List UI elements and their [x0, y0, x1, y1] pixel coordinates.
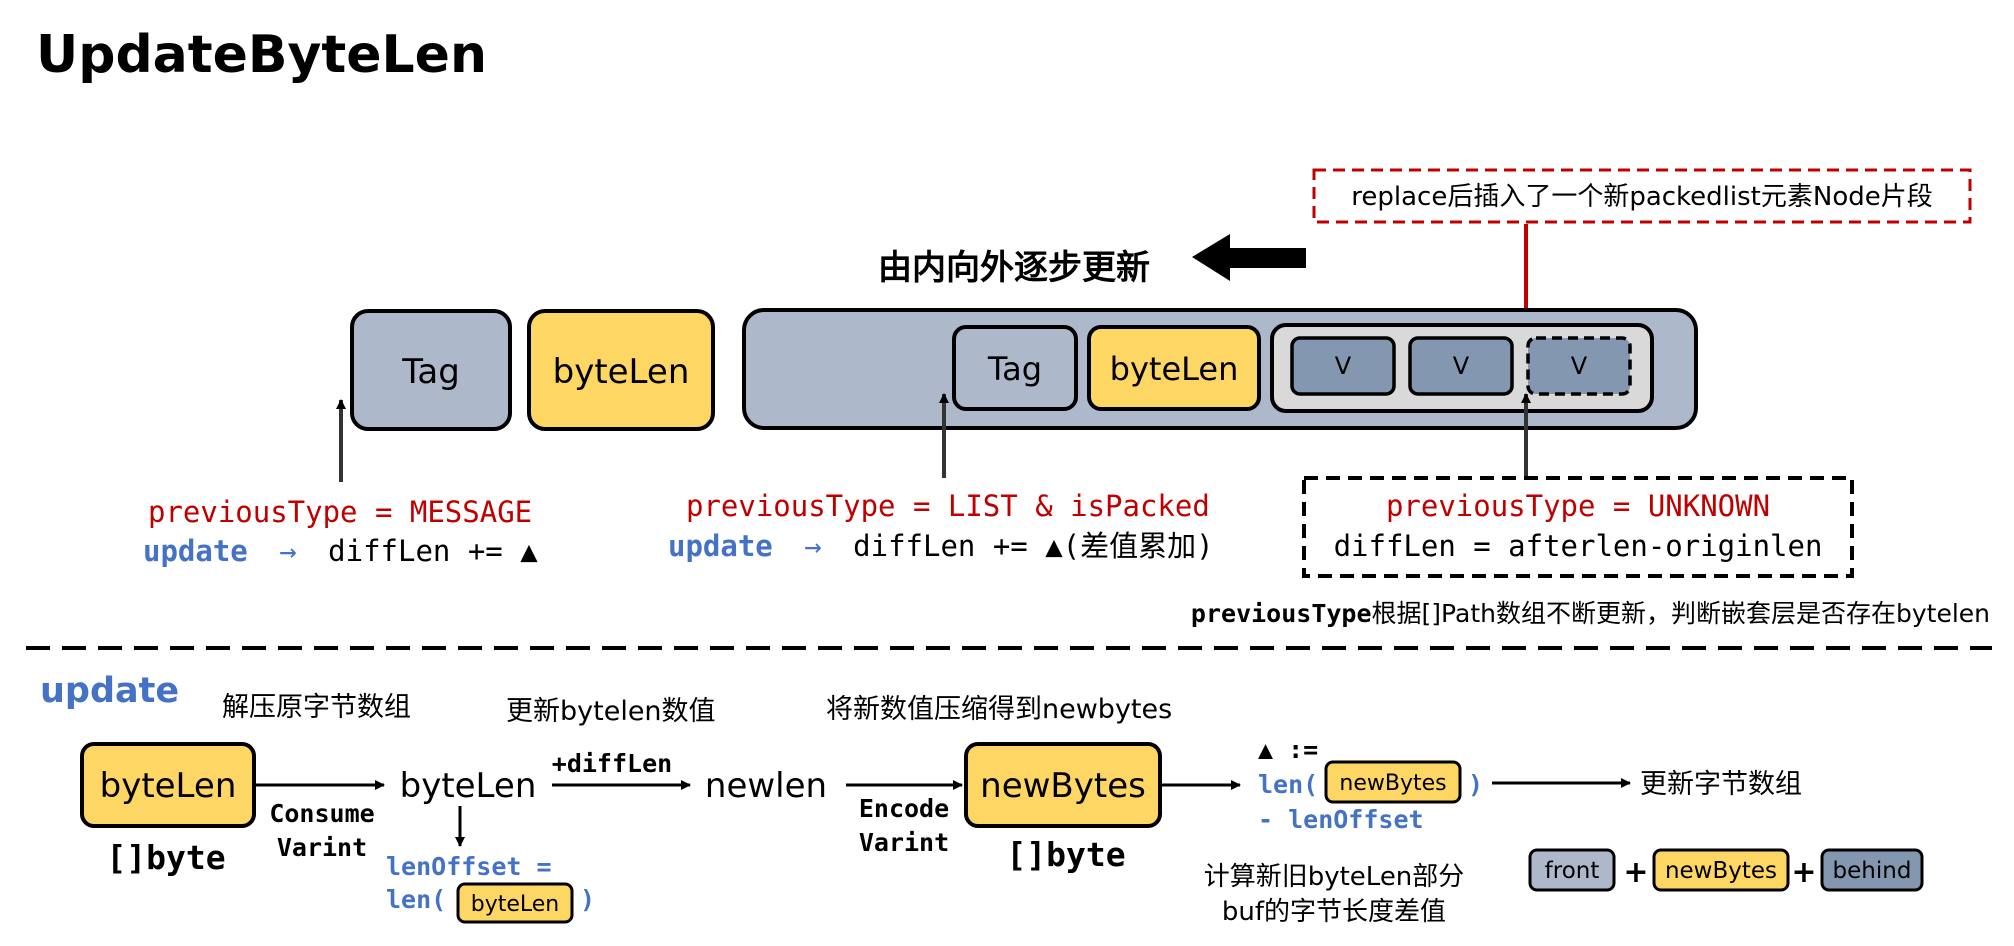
- consume-label-2: Varint: [277, 833, 367, 862]
- newbytes-small-label: newBytes: [1665, 858, 1777, 884]
- update-keyword: update: [143, 534, 248, 568]
- lenoffset-line-1: lenOffset =: [386, 852, 552, 881]
- step-decompress-label: 解压原字节数组: [222, 692, 411, 723]
- front-box: [1528, 848, 1616, 892]
- calc-note-1: 计算新旧byteLen部分: [1204, 862, 1465, 892]
- bottom-bytelen-type: []byte: [106, 838, 225, 877]
- outer-tag-label: Tag: [401, 352, 460, 392]
- path-note-keyword: previousType: [1191, 599, 1372, 628]
- lenoffset-len: len(: [386, 885, 446, 914]
- encode-label-2: Varint: [859, 828, 949, 857]
- v-label-3: V: [1571, 352, 1588, 380]
- delta-close: ): [1468, 770, 1483, 799]
- newbytes-box: [964, 742, 1162, 828]
- update-keyword: update: [668, 529, 773, 563]
- plus-sign-2: +: [1791, 855, 1816, 890]
- step-update-label: 更新bytelen数值: [506, 696, 716, 727]
- newlen-value: newlen: [705, 766, 827, 806]
- note-message-type: previousType = MESSAGE: [148, 495, 532, 529]
- note-message-update: update → diffLen += ▲: [143, 534, 538, 568]
- note-list-update: update → diffLen += ▲(差值累加): [668, 529, 1214, 563]
- v-box-1: [1290, 336, 1396, 396]
- behind-label: behind: [1833, 858, 1912, 884]
- update-result-label: 更新字节数组: [1640, 769, 1802, 800]
- difflen-label: +diffLen: [552, 749, 672, 778]
- replace-note: replace后插入了一个新packedlist元素Node片段: [1351, 182, 1932, 212]
- inner-tag-box: [952, 325, 1078, 411]
- v-label-1: V: [1335, 352, 1352, 380]
- page-title: UpdateByteLen: [36, 25, 487, 85]
- unknown-note-box: [1302, 476, 1854, 578]
- bottom-bytelen-box: [80, 742, 256, 828]
- lenoffset-close: ): [580, 885, 595, 914]
- newbytes-small-box: [1652, 848, 1790, 892]
- diff-expr: diffLen += ▲: [328, 534, 538, 568]
- v-box-3-new: [1526, 336, 1632, 396]
- note-unknown-type: previousType = UNKNOWN: [1386, 489, 1770, 523]
- outer-bytelen-label: byteLen: [553, 352, 690, 392]
- left-arrow-icon: [1192, 234, 1306, 281]
- delta-minus: - lenOffset: [1258, 805, 1424, 834]
- diff-expr: diffLen += ▲(差值累加): [853, 529, 1213, 563]
- inner-tag-label: Tag: [987, 350, 1042, 388]
- note-unknown-expr: diffLen = afterlen-originlen: [1334, 529, 1823, 563]
- delta-def: ▲ :=: [1258, 735, 1318, 764]
- note-list-type: previousType = LIST & isPacked: [686, 489, 1210, 523]
- bytelen-value: byteLen: [400, 766, 537, 806]
- lenoffset-bytelen-label: byteLen: [471, 892, 560, 917]
- inner-bytelen-box: [1087, 325, 1261, 411]
- v-label-2: V: [1453, 352, 1470, 380]
- behind-box: [1820, 848, 1924, 892]
- update-section-label: update: [40, 671, 179, 711]
- newbytes-type: []byte: [1006, 835, 1125, 874]
- encode-label-1: Encode: [859, 794, 949, 823]
- plus-sign-1: +: [1623, 855, 1648, 890]
- path-note-text: 根据[]Path数组不断更新，判断嵌套层是否存在bytelen: [1372, 599, 1990, 628]
- front-label: front: [1545, 858, 1600, 884]
- path-note: previousType根据[]Path数组不断更新，判断嵌套层是否存在byte…: [1191, 599, 1990, 628]
- delta-len: len(: [1258, 770, 1318, 799]
- delta-newbytes-box: [1324, 760, 1462, 804]
- replace-note-box: [1312, 168, 1972, 224]
- v-box-2: [1408, 336, 1514, 396]
- bottom-bytelen-label: byteLen: [100, 766, 237, 806]
- consume-label-1: Consume: [269, 799, 374, 828]
- inner-bytelen-label: byteLen: [1110, 350, 1239, 388]
- arrow-icon: →: [279, 534, 296, 568]
- arrow-icon: →: [804, 529, 821, 563]
- outer-bytelen-box: [527, 309, 715, 431]
- newbytes-label: newBytes: [980, 766, 1146, 806]
- step-compress-label: 将新数值压缩得到newbytes: [826, 694, 1172, 725]
- calc-note-2: buf的字节长度差值: [1222, 897, 1446, 927]
- delta-newbytes-label: newBytes: [1339, 771, 1446, 796]
- lenoffset-bytelen-box: [456, 882, 574, 924]
- direction-label: 由内向外逐步更新: [878, 248, 1150, 288]
- outer-tag-box: [350, 309, 512, 431]
